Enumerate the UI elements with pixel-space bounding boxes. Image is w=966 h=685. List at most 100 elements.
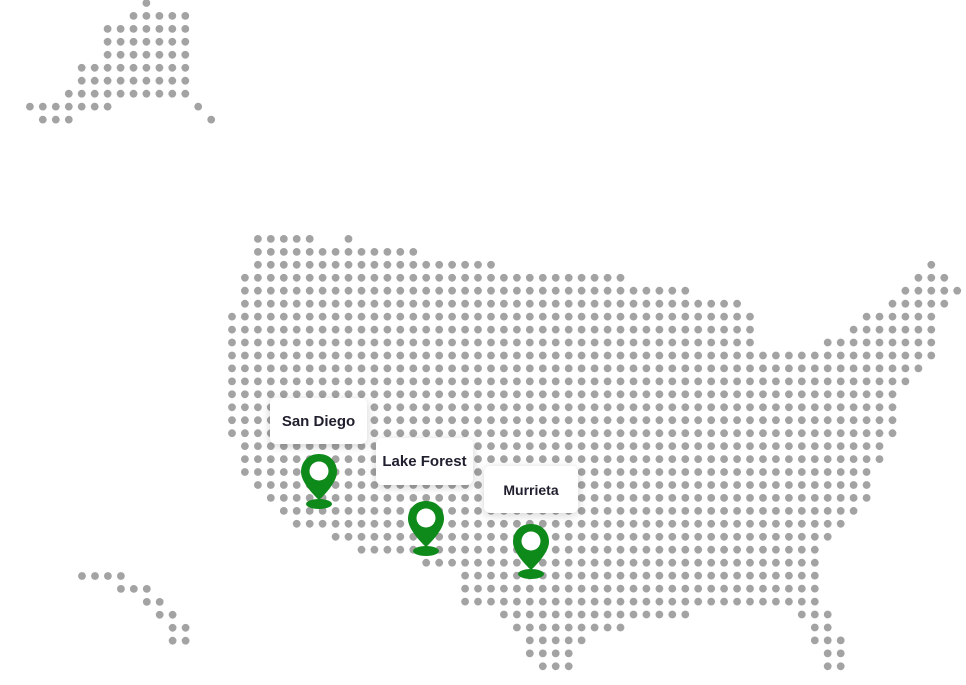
map-dot [564,377,573,386]
map-dot [577,429,586,438]
map-dot [707,312,716,321]
map-dot [538,558,547,567]
map-dot [590,481,599,489]
map-dot [279,286,288,295]
map-dot [681,351,690,360]
map-dot [305,338,314,347]
map-dot [772,416,780,425]
map-dot [181,63,190,72]
map-dot [797,494,806,502]
map-dot [681,584,690,593]
map-dot [590,597,599,606]
map-dot [694,532,703,541]
map-dot [318,364,327,373]
map-dot [500,571,508,580]
map-dot [77,63,86,72]
map-dot [694,584,703,593]
map-dot [103,50,112,59]
map-dot [116,89,125,98]
map-dot [168,610,177,619]
map-dot [500,273,508,282]
map-dot [901,377,910,386]
map-pin-icon-lake-forest[interactable] [407,501,445,557]
map-dot [616,610,625,619]
map-dot [448,558,456,567]
map-dot [810,416,819,425]
map-dot [370,364,379,373]
map-dot [435,416,444,425]
map-dot [181,37,190,46]
map-dot [720,558,728,567]
map-dot [331,299,340,308]
map-dot [142,25,151,33]
map-dot [733,338,741,347]
map-dot [590,286,599,295]
map-dot [888,416,897,425]
map-dot [64,89,73,98]
map-dot [500,364,508,373]
map-dot [487,338,495,347]
map-dot [254,442,262,450]
map-dot [914,299,923,308]
map-dot [551,545,560,554]
map-dot [823,532,832,541]
map-dot [577,377,586,386]
map-dot [772,558,780,567]
map-dot [551,597,560,606]
map-dot [564,416,573,425]
map-dot [279,494,288,502]
map-dot [603,299,612,308]
map-pin-icon-murrieta[interactable] [512,524,550,580]
map-dot [603,597,612,606]
map-dot [538,597,547,606]
map-dot [875,325,884,334]
map-dot [241,468,249,476]
map-dot [875,364,884,373]
map-dot [642,403,651,412]
map-dot [525,649,534,658]
map-dot [487,299,495,308]
location-label-lake-forest[interactable]: Lake Forest [376,438,473,485]
map-dot [474,597,482,606]
map-dot [849,442,858,450]
map-dot [500,299,508,308]
map-dot [797,351,806,360]
map-dot [577,338,586,347]
map-dot [292,235,301,243]
map-dot [862,312,871,321]
location-label-san-diego[interactable]: San Diego [270,398,367,444]
map-dot [254,377,262,386]
map-dot [694,429,703,438]
location-label-murrieta[interactable]: Murrieta [484,466,578,513]
map-dot [513,584,521,593]
map-dot [266,377,275,386]
map-dot [228,403,236,412]
map-dot [888,338,897,347]
map-dot [797,558,806,567]
map-dot [603,377,612,386]
map-dot [642,364,651,373]
map-dot [279,325,288,334]
map-dot [254,312,262,321]
map-dot [694,416,703,425]
map-dot [759,351,767,360]
map-dot [772,532,780,541]
map-dot [370,494,379,502]
map-dot [603,416,612,425]
map-dot [797,610,806,619]
map-dot [914,312,923,321]
map-dot [655,377,664,386]
map-dot [181,76,190,85]
map-dot [862,416,871,425]
map-dot [577,442,586,450]
map-dot [422,558,431,567]
map-dot [590,532,599,541]
map-pin-icon-san-diego[interactable] [300,454,338,510]
map-dot [733,442,741,450]
map-dot [746,312,754,321]
map-dot [577,455,586,463]
map-dot [797,545,806,554]
map-dot [305,519,314,528]
map-dot [396,338,405,347]
map-dot [370,545,379,554]
